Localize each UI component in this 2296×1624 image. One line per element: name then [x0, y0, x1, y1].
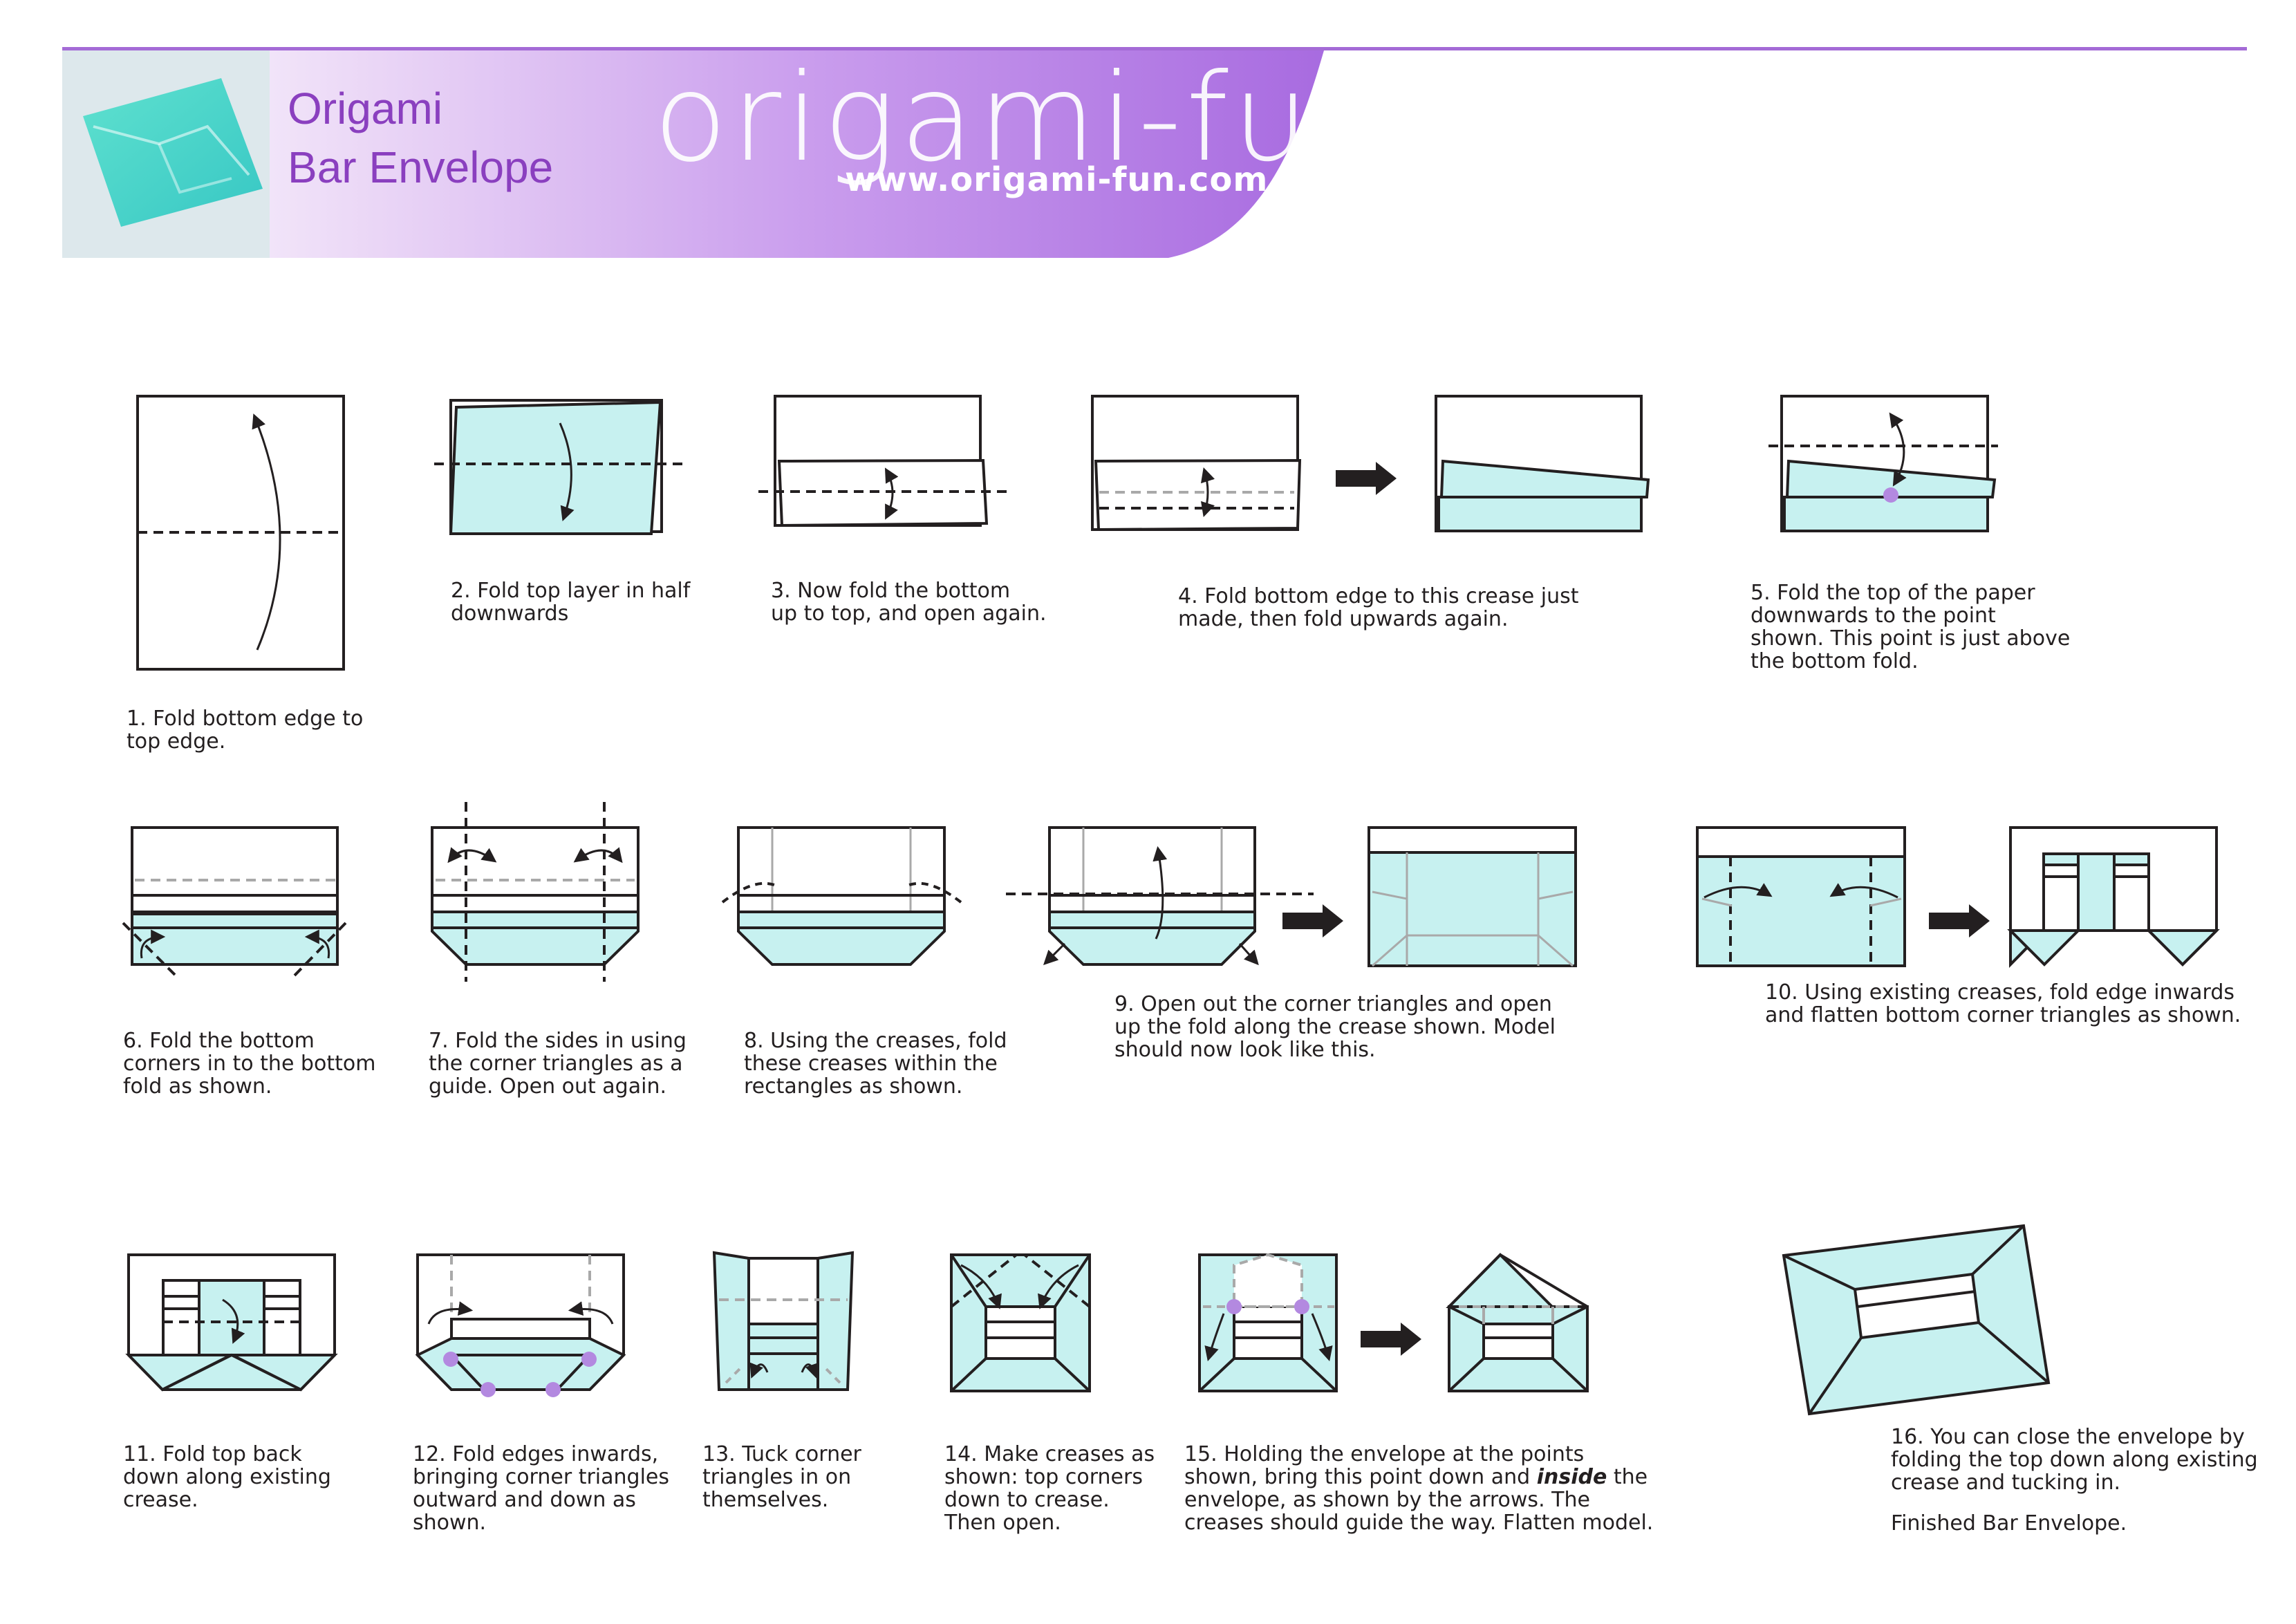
step-14-caption: 14. Make creases as shown: top corners d… — [944, 1443, 1155, 1534]
step-12-caption: 12. Fold edges inwards, bringing corner … — [413, 1443, 669, 1534]
step-9-diagram — [1006, 828, 1576, 966]
step-3-diagram — [758, 396, 1007, 525]
step-4-caption: 4. Fold bottom edge to this crease just … — [1178, 585, 1579, 631]
step-3-caption: 3. Now fold the bottom up to top, and op… — [771, 579, 1047, 625]
step-8-caption: 8. Using the creases, fold these creases… — [744, 1029, 1007, 1098]
finished-caption: Finished Bar Envelope. — [1891, 1512, 2127, 1535]
step-8-diagram — [722, 828, 961, 964]
step-15-caption-emphasis: inside — [1537, 1465, 1607, 1489]
step-13-diagram — [714, 1253, 852, 1390]
step-14-diagram — [951, 1255, 1090, 1391]
step-11-diagram — [129, 1255, 335, 1390]
step-16-caption: 16. You can close the envelope by foldin… — [1891, 1426, 2258, 1494]
step-13-caption: 13. Tuck corner triangles in on themselv… — [702, 1443, 861, 1511]
step-16-finished-envelope — [1784, 1226, 2048, 1414]
step-11-caption: 11. Fold top back down along existing cr… — [123, 1443, 331, 1511]
step-5-diagram — [1768, 396, 1998, 531]
step-4-diagram — [1092, 396, 1648, 531]
step-1-diagram — [138, 396, 344, 669]
step-1-caption: 1. Fold bottom edge to top edge. — [127, 707, 363, 753]
step-15-caption-part1: 15. Holding the envelope at the points s… — [1184, 1442, 1584, 1489]
step-15-diagram — [1200, 1255, 1587, 1391]
step-7-caption: 7. Fold the sides in using the corner tr… — [429, 1029, 687, 1098]
step-6-caption: 6. Fold the bottom corners in to the bot… — [123, 1029, 375, 1098]
step-9-caption: 9. Open out the corner triangles and ope… — [1114, 993, 1556, 1061]
step-15-caption: 15. Holding the envelope at the points s… — [1184, 1443, 1653, 1534]
step-5-caption: 5. Fold the top of the paper downwards t… — [1751, 581, 2070, 673]
step-7-diagram — [432, 802, 638, 982]
step-2-diagram — [434, 400, 684, 534]
step-6-diagram — [123, 828, 346, 976]
step-10-caption: 10. Using existing creases, fold edge in… — [1765, 981, 2241, 1027]
step-2-caption: 2. Fold top layer in half downwards — [451, 579, 690, 625]
step-10-diagram — [1697, 828, 2216, 966]
step-12-diagram — [418, 1255, 624, 1397]
